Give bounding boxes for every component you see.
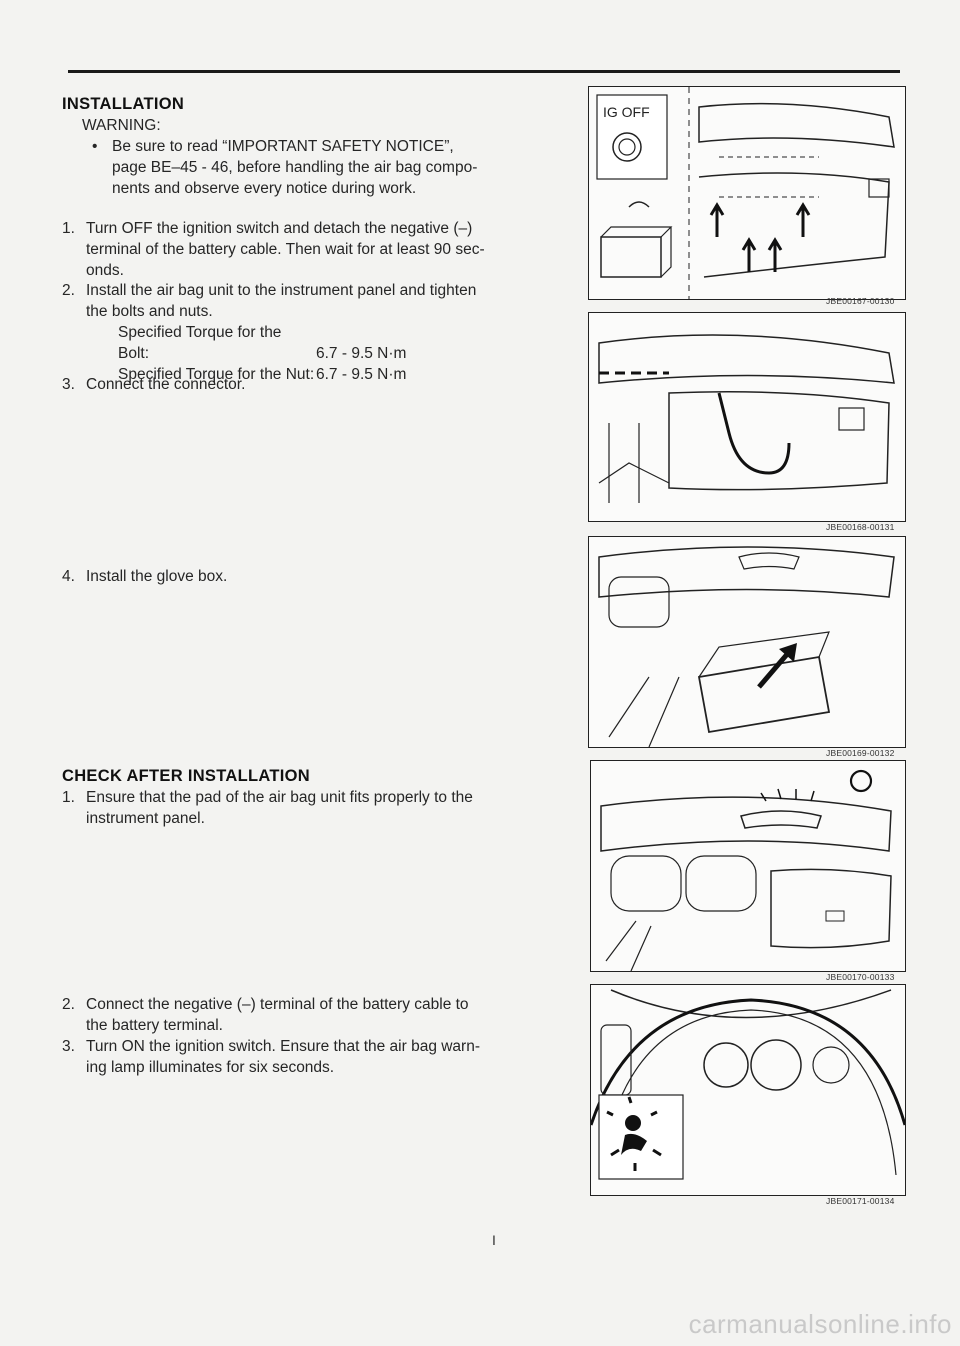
figure-pad-fit [590, 760, 906, 972]
pad-fit-illustration [600, 769, 892, 971]
figure-code: JBE00167-00130 [826, 296, 895, 306]
step-line: ing lamp illuminates for six seconds. [86, 1059, 335, 1076]
step-number: 2. [62, 282, 75, 299]
torque-spec-bolt: Specified Torque for the Bolt: 6.7 - 9.5 … [118, 322, 552, 364]
installation-heading: INSTALLATION [62, 95, 185, 113]
spec-label: Specified Torque for the Bolt: [118, 324, 282, 362]
install-step-4: 4. Install the glove box. [62, 560, 552, 587]
bullet-icon: • [92, 138, 98, 155]
step-line: Ensure that the pad of the air bag unit … [86, 789, 473, 806]
figure-glove-box [588, 536, 906, 748]
step-line: Connect the negative (–) terminal of the… [86, 996, 469, 1013]
figure-connector [588, 312, 906, 522]
install-step-3: 3. Connect the connector. [62, 368, 552, 395]
top-rule [68, 70, 900, 73]
step-line: Turn ON the ignition switch. Ensure that… [86, 1038, 481, 1055]
figure-warning-lamp [590, 984, 906, 1196]
figure-ignition-off: IG OFF [588, 86, 906, 300]
step-number: 2. [62, 996, 75, 1013]
step-number: 3. [62, 1038, 75, 1055]
figure-code: JBE00171-00134 [826, 1196, 895, 1206]
step-line: terminal of the battery cable. Then wait… [86, 241, 485, 258]
spec-value: 6.7 - 9.5 N·m [316, 345, 407, 362]
check-section: CHECK AFTER INSTALLATION 1. Ensure that … [62, 766, 552, 829]
warning-line: nents and observe every notice during wo… [112, 180, 417, 197]
watermark: carmanualsonline.info [688, 1309, 952, 1339]
warning-lamp-illustration [591, 989, 905, 1180]
glove-box-illustration [598, 546, 895, 747]
step-line: instrument panel. [86, 810, 205, 827]
warning-line: page BE–45 - 46, before handling the air… [112, 159, 478, 176]
ig-off-label: IG OFF [603, 104, 650, 120]
installation-section: INSTALLATION WARNING: • Be sure to read … [62, 94, 552, 199]
step-number: 1. [62, 220, 75, 237]
step-line: Turn OFF the ignition switch and detach … [86, 220, 473, 237]
page-mark: I [492, 1232, 496, 1248]
check-heading: CHECK AFTER INSTALLATION [62, 767, 310, 785]
step-line: Install the glove box. [86, 568, 228, 585]
step-line: Connect the connector. [86, 376, 246, 393]
check-steps-2-3: 2. Connect the negative (–) terminal of … [62, 988, 552, 1078]
step-line: the battery terminal. [86, 1017, 223, 1034]
dashboard-bolts-illustration: IG OFF [596, 87, 895, 299]
install-step-1: 1. Turn OFF the ignition switch and deta… [62, 212, 552, 281]
spec-label: Specified Torque for the Nut: [118, 366, 315, 383]
spec-value: 6.7 - 9.5 N·m [316, 366, 407, 383]
step-number: 4. [62, 568, 75, 585]
install-step-2: 2. Install the air bag unit to the instr… [62, 274, 552, 385]
step-line: the bolts and nuts. [86, 303, 213, 320]
step-number: 3. [62, 376, 75, 393]
figure-code: JBE00168-00131 [826, 522, 895, 532]
step-line: Install the air bag unit to the instrume… [86, 282, 477, 299]
warning-line: Be sure to read “IMPORTANT SAFETY NOTICE… [112, 138, 454, 155]
warning-label: WARNING: [82, 117, 161, 134]
connector-illustration [598, 334, 895, 503]
step-number: 1. [62, 789, 75, 806]
warning-bullet: • Be sure to read “IMPORTANT SAFETY NOTI… [88, 136, 552, 199]
torque-spec-nut: Specified Torque for the Nut:6.7 - 9.5 N… [118, 364, 552, 385]
figure-code: JBE00170-00133 [826, 972, 895, 982]
step-line: onds. [86, 262, 124, 279]
figure-code: JBE00169-00132 [826, 748, 895, 758]
